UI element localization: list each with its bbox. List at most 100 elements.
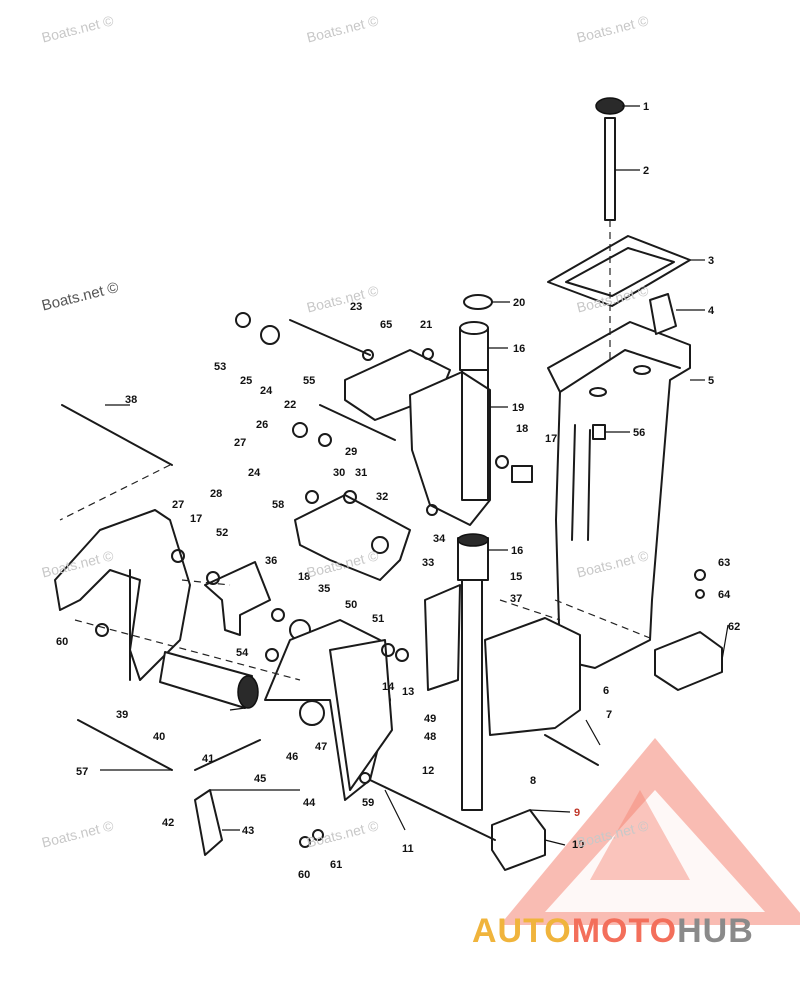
callout: 39: [116, 709, 128, 721]
callout: 24: [260, 385, 273, 397]
callout: 64: [718, 589, 731, 601]
rod-23: [289, 319, 371, 356]
callout: 54: [236, 647, 249, 659]
brand-part-hub: HUB: [677, 912, 754, 950]
callout: 63: [718, 557, 730, 569]
callout: 21: [420, 319, 432, 331]
leader-lines: [100, 105, 729, 846]
callout: 14: [382, 681, 395, 693]
callout: 27: [172, 499, 184, 511]
callout: 12: [422, 765, 434, 777]
callout: 11: [402, 843, 414, 855]
callout: 30: [333, 467, 345, 479]
callout: 47: [315, 741, 327, 753]
bolt-7: [544, 734, 599, 766]
callout: 17: [545, 433, 557, 445]
tilt-tube: [159, 651, 253, 709]
callout: 31: [355, 467, 367, 479]
callout: 29: [345, 446, 357, 458]
callout: 49: [424, 713, 436, 725]
callout: 2: [643, 165, 649, 177]
callout: 16: [511, 545, 523, 557]
rod-29: [319, 404, 396, 441]
brand-logo: AUTOMOTOHUB: [472, 912, 754, 951]
callout: 18: [298, 571, 310, 583]
bracket-pad: [424, 584, 461, 691]
callout: 56: [633, 427, 645, 439]
callout: 60: [56, 636, 68, 648]
callout: 35: [318, 583, 330, 595]
logo-triangle-icon: [500, 738, 800, 925]
rod-11: [369, 779, 496, 841]
drive-shaft-housing: [547, 321, 691, 669]
callout: 57: [76, 766, 88, 778]
callout: 60: [298, 869, 310, 881]
callout: 58: [272, 499, 284, 511]
callout: 44: [303, 797, 316, 809]
callout: 28: [210, 488, 222, 500]
clamp-handle: [194, 789, 223, 856]
callout: 26: [256, 419, 268, 431]
spring: [194, 739, 261, 771]
callout: 16: [513, 343, 525, 355]
callout: 13: [402, 686, 414, 698]
grommet: [595, 97, 625, 115]
callout: 46: [286, 751, 298, 763]
brand-part-auto: AUTO: [472, 912, 572, 950]
plate: [649, 293, 677, 335]
callout: 6: [603, 685, 609, 697]
callout: 36: [265, 555, 277, 567]
callout: 62: [728, 621, 740, 633]
callout: 42: [162, 817, 174, 829]
rod-38: [61, 404, 173, 466]
callout: 50: [345, 599, 357, 611]
hardware: [95, 312, 706, 848]
callout: 3: [708, 255, 714, 267]
callout: 24: [248, 467, 261, 479]
swivel-bracket: [344, 349, 491, 526]
clamp-knob: [299, 700, 325, 726]
ring: [463, 294, 493, 310]
callout: 45: [254, 773, 266, 785]
callout: 1: [643, 101, 649, 113]
brand-part-moto: MOTO: [571, 912, 678, 950]
callout: 19: [512, 402, 524, 414]
callout: 4: [708, 305, 715, 317]
callout: 7: [606, 709, 612, 721]
callout: 52: [216, 527, 228, 539]
callout: 33: [422, 557, 434, 569]
callout: 38: [125, 394, 137, 406]
callout: 9: [574, 807, 580, 819]
callout: 55: [303, 375, 315, 387]
callout: 17: [190, 513, 202, 525]
callout: 65: [380, 319, 392, 331]
callout: 22: [284, 399, 296, 411]
drive-shaft: [604, 117, 616, 221]
callout: 5: [708, 375, 714, 387]
callouts: 1 2 3 4 5 20 16 21 65 23 53 25 24 55 19 …: [56, 101, 740, 881]
callout: 51: [372, 613, 384, 625]
callout: 43: [242, 825, 254, 837]
callout: 40: [153, 731, 165, 743]
stern-bracket: [484, 617, 581, 736]
callout: 23: [350, 301, 362, 313]
callout: 53: [214, 361, 226, 373]
callout: 20: [513, 297, 525, 309]
plate-62: [654, 631, 723, 691]
callout: 32: [376, 491, 388, 503]
callout: 8: [530, 775, 536, 787]
callout: 61: [330, 859, 342, 871]
swivel-tube: [461, 579, 483, 811]
callout: 15: [510, 571, 522, 583]
callout: 48: [424, 731, 436, 743]
cam: [204, 561, 271, 636]
clamp-bracket-left: [54, 509, 191, 681]
callout: 34: [433, 533, 446, 545]
callout: 41: [202, 753, 214, 765]
clip: [491, 809, 546, 871]
callout: 27: [234, 437, 246, 449]
callout: 25: [240, 375, 252, 387]
rod-57: [77, 719, 173, 771]
callout: 10: [572, 839, 584, 851]
